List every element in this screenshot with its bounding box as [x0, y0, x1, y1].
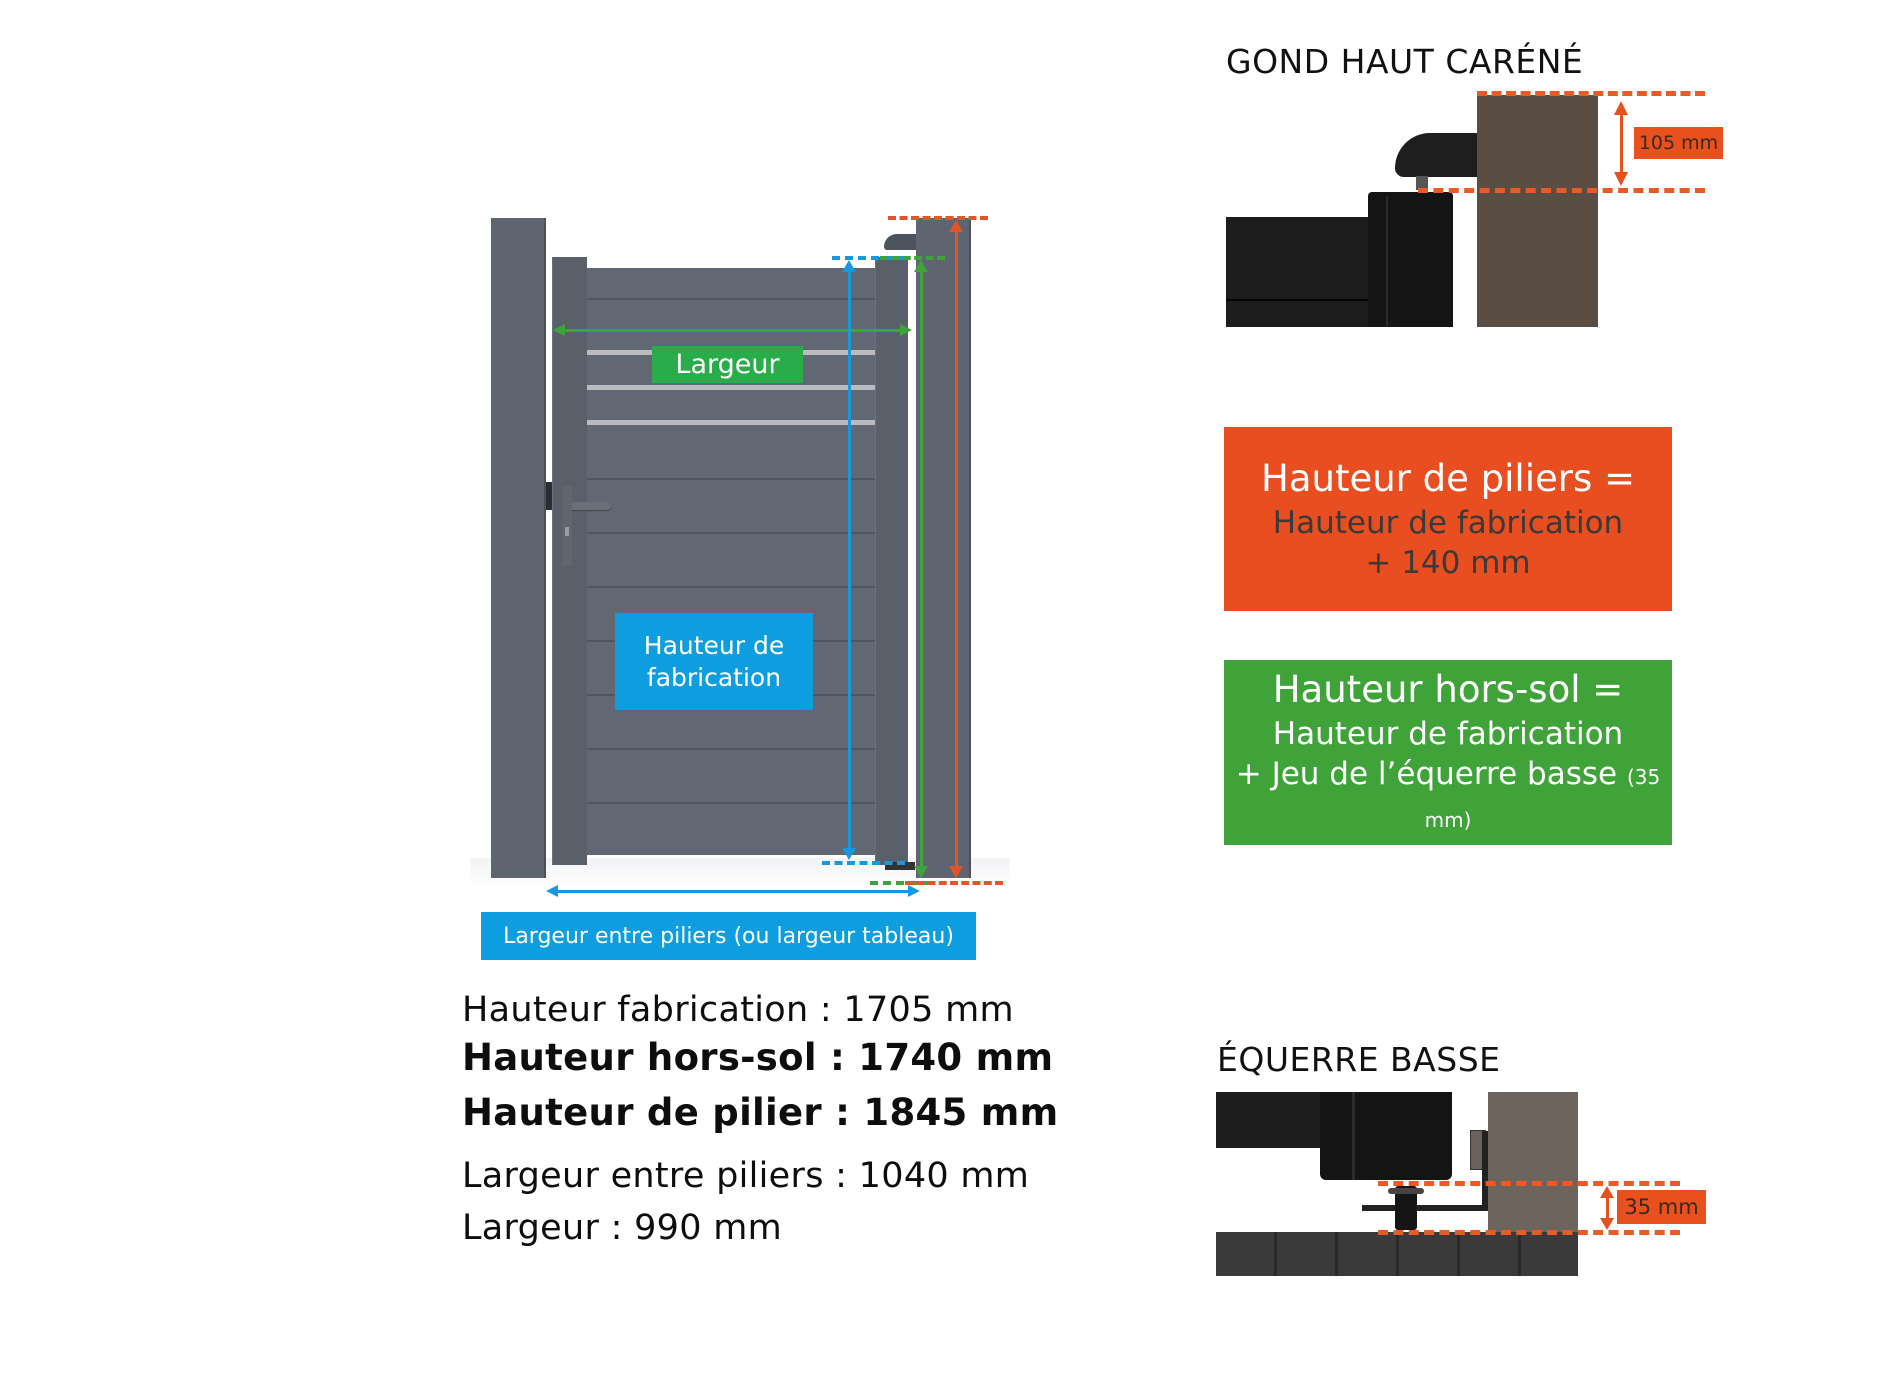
- equerre-measure-tag: 35 mm: [1617, 1190, 1706, 1224]
- latch-icon: [546, 482, 552, 510]
- gate-panel: [587, 268, 875, 855]
- stone-pillar: [1477, 95, 1598, 327]
- measure-top-dash: [1378, 1181, 1680, 1186]
- arrow-down-icon: [1614, 172, 1628, 186]
- spec-largeur-entre-piliers: Largeur entre piliers : 1040 mm: [462, 1156, 1030, 1196]
- fabrication-top-dash: [832, 256, 905, 260]
- aluminium-strip: [587, 420, 875, 425]
- pilier-bottom-dash: [905, 881, 1003, 885]
- arrow-left-icon: [546, 885, 558, 897]
- panel-groove: [587, 586, 875, 588]
- panel-groove: [587, 802, 875, 804]
- gate-stile: [1320, 1092, 1452, 1180]
- equerre-basse-title: ÉQUERRE BASSE: [1217, 1040, 1501, 1079]
- arrow-down-icon: [949, 866, 963, 878]
- arrow-left-icon: [553, 324, 565, 336]
- hors-sol-height-line: [920, 268, 923, 868]
- spec-hauteur-hors-sol: Hauteur hors-sol : 1740 mm: [462, 1036, 1054, 1079]
- formula-hauteur-piliers: Hauteur de piliers = Hauteur de fabricat…: [1224, 427, 1672, 611]
- aluminium-strip: [587, 385, 875, 390]
- arrow-up-icon: [1600, 1186, 1614, 1198]
- arrow-up-icon: [949, 220, 963, 232]
- pilier-top-dash: [888, 216, 988, 220]
- panel-groove: [587, 478, 875, 480]
- largeur-arrow-line: [562, 329, 902, 332]
- top-hinge-icon: [884, 234, 916, 250]
- hauteur-fabrication-label: Hauteur de fabrication: [615, 613, 813, 710]
- panel-groove: [587, 748, 875, 750]
- formula-hors-sol-line3-wrap: + Jeu de l’équerre basse (35 mm): [1224, 754, 1672, 840]
- gond-measure-tag: 105 mm: [1634, 127, 1723, 159]
- stone-pillar: [1488, 1092, 1578, 1232]
- spec-hauteur-fabrication: Hauteur fabrication : 1705 mm: [462, 990, 1014, 1030]
- lock-plate: [562, 486, 572, 566]
- hauteur-fabrication-line2: fabrication: [646, 662, 782, 692]
- fabrication-bottom-dash: [822, 861, 905, 865]
- hauteur-fabrication-line1: Hauteur de: [643, 630, 785, 660]
- panel-groove: [587, 532, 875, 534]
- gond-haut-title: GOND HAUT CARÉNÉ: [1226, 42, 1584, 81]
- arrow-up-icon: [1614, 101, 1628, 115]
- formula-piliers-line1: Hauteur de piliers =: [1261, 457, 1635, 500]
- arrow-right-icon: [900, 324, 912, 336]
- bottom-hinge-icon: [885, 862, 915, 870]
- arrow-up-icon: [842, 260, 856, 272]
- measure-bottom-dash: [1418, 188, 1705, 193]
- formula-hors-sol-line3-small: (35 mm): [1424, 764, 1661, 832]
- measure-arrow-line: [1620, 108, 1623, 180]
- bracket-vertical: [1482, 1131, 1488, 1211]
- hinge-cap-icon: [1395, 133, 1483, 177]
- keyhole-icon: [565, 527, 569, 536]
- arrow-up-icon: [914, 260, 928, 272]
- formula-piliers-line2: Hauteur de fabrication: [1272, 505, 1624, 541]
- measure-arrow-line: [1606, 1196, 1609, 1220]
- spec-hauteur-pilier: Hauteur de pilier : 1845 mm: [462, 1091, 1059, 1134]
- measure-top-dash: [1477, 91, 1705, 96]
- largeur-label: Largeur: [652, 346, 803, 383]
- largeur-entre-piliers-label: Largeur entre piliers (ou largeur tablea…: [481, 912, 976, 960]
- bracket-horizontal: [1362, 1205, 1488, 1211]
- left-pillar: [491, 218, 546, 878]
- arrow-right-icon: [908, 885, 920, 897]
- spec-largeur: Largeur : 990 mm: [462, 1208, 783, 1248]
- fabrication-height-line: [848, 270, 851, 850]
- hinge-pin: [1416, 176, 1428, 190]
- gate-stile: [1368, 192, 1453, 327]
- arrow-down-icon: [842, 848, 856, 860]
- gate-rail: [1226, 217, 1368, 327]
- pivot-bolt-icon: [1395, 1186, 1417, 1230]
- pilier-height-line: [955, 228, 958, 868]
- formula-hors-sol-line2: Hauteur de fabrication: [1272, 715, 1624, 752]
- stile-groove: [1352, 1092, 1355, 1180]
- formula-hors-sol-line1: Hauteur hors-sol =: [1272, 667, 1624, 711]
- stile-groove: [1386, 196, 1388, 327]
- door-handle-icon: [563, 502, 611, 510]
- right-pillar: [916, 218, 971, 878]
- entre-piliers-arrow-line: [556, 890, 910, 893]
- arrow-down-icon: [1600, 1218, 1614, 1230]
- hors-sol-top-dash: [880, 256, 945, 260]
- gate-right-stile: [875, 257, 908, 865]
- rail-groove: [1226, 299, 1368, 301]
- pivot-washer: [1388, 1188, 1424, 1194]
- formula-hors-sol-line3: + Jeu de l’équerre basse: [1235, 755, 1618, 792]
- paving-ground: [1216, 1232, 1578, 1276]
- panel-groove: [587, 298, 875, 300]
- formula-piliers-line3: + 140 mm: [1365, 545, 1531, 581]
- measure-bottom-dash: [1378, 1230, 1680, 1235]
- formula-hauteur-hors-sol: Hauteur hors-sol = Hauteur de fabricatio…: [1224, 660, 1672, 845]
- arrow-down-icon: [914, 866, 928, 878]
- hors-sol-bottom-dash: [870, 881, 930, 885]
- gate-rail: [1216, 1092, 1320, 1148]
